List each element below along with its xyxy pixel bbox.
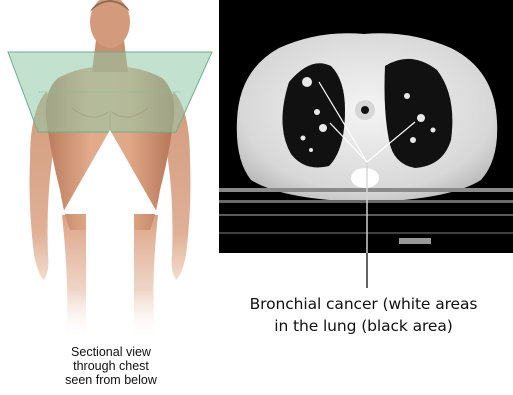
human-torso-illustration xyxy=(0,0,220,395)
ct-scan-image xyxy=(219,0,513,253)
ct-right-lung xyxy=(282,63,345,167)
bronchial-cancer-caption: Bronchial cancer (white areas in the lun… xyxy=(214,293,513,337)
sectional-view-caption: Sectional view through chest seen from b… xyxy=(26,345,196,387)
caption-line: through chest xyxy=(26,359,196,373)
caption-line: Bronchial cancer (white areas xyxy=(214,293,513,315)
caption-line: seen from below xyxy=(26,373,196,387)
caption-line: Sectional view xyxy=(26,345,196,359)
caption-line: in the lung (black area) xyxy=(214,315,513,337)
